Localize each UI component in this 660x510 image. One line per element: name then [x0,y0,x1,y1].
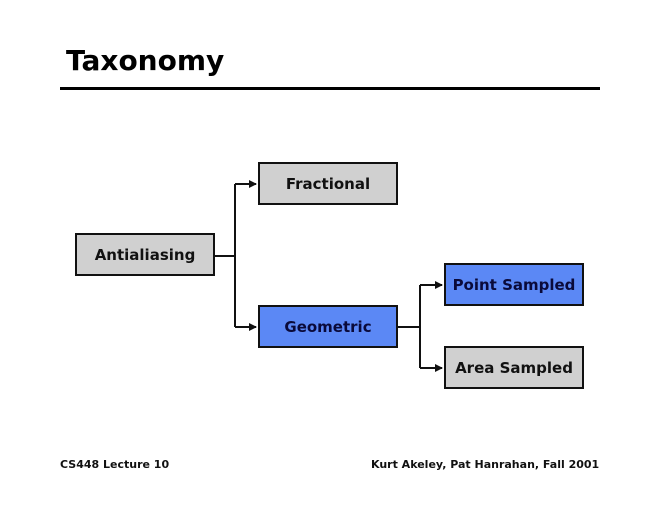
footer-authors: Kurt Akeley, Pat Hanrahan, Fall 2001 [371,458,600,471]
node-label: Geometric [284,317,372,336]
node-area-sampled: Area Sampled [444,346,584,389]
node-label: Antialiasing [94,245,196,264]
title-divider [60,87,600,90]
slide-title: Taxonomy [66,44,225,77]
node-label: Fractional [285,174,371,193]
node-label: Point Sampled [452,275,576,294]
node-geometric: Geometric [258,305,398,348]
node-point-sampled: Point Sampled [444,263,584,306]
node-fractional: Fractional [258,162,398,205]
node-antialiasing: Antialiasing [75,233,215,276]
node-label: Area Sampled [455,358,573,377]
footer-course: CS448 Lecture 10 [60,458,170,471]
